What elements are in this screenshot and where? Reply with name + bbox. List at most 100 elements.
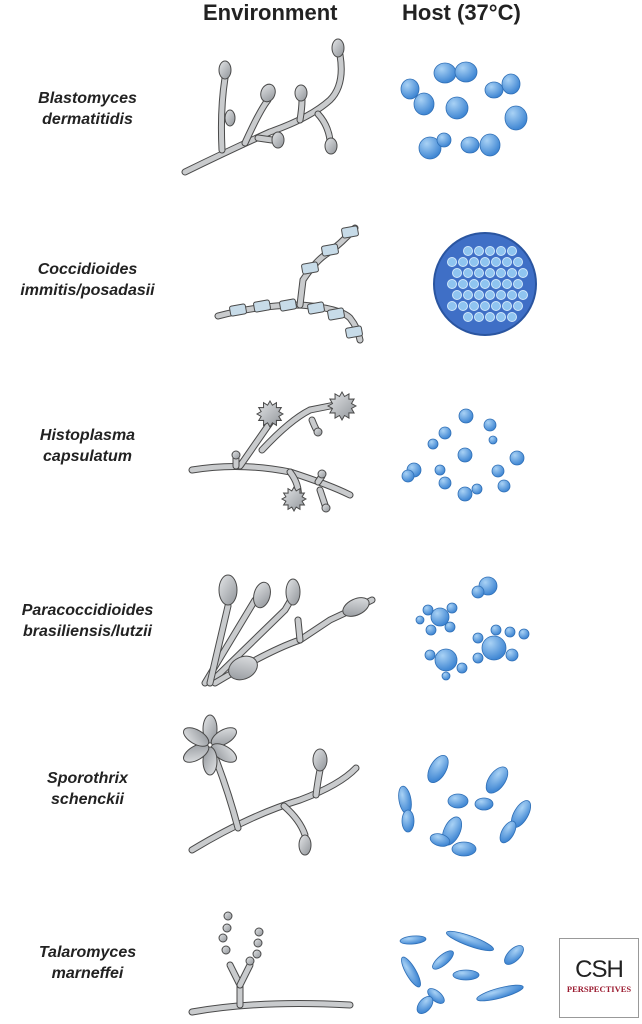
endospore (452, 268, 462, 278)
label-line: Talaromyces (38, 944, 137, 961)
endospore (447, 279, 457, 289)
endospore (502, 301, 512, 311)
hypha-fill (189, 463, 353, 498)
arthroconidium (307, 301, 325, 315)
yeast-cell (499, 820, 517, 844)
conidium (260, 83, 276, 103)
yeast-cell (441, 671, 451, 681)
endospore (474, 290, 484, 300)
yeast-cell (452, 969, 480, 981)
yeast-cell (400, 78, 420, 100)
label-line: Sporothrix (47, 770, 128, 787)
endospore (463, 290, 473, 300)
yeast-cell (458, 408, 474, 424)
yeast-cell (504, 626, 516, 638)
hypha-fill (218, 75, 228, 153)
logo-main-text: CSH (575, 956, 624, 983)
endospore (463, 246, 473, 256)
label-line: dermatitidis (42, 111, 133, 128)
yeast-cell (447, 793, 469, 809)
logo-sub-text: PERSPECTIVES (566, 984, 632, 994)
yeast-cell (504, 945, 524, 965)
yeast-cell (444, 621, 456, 633)
conidium (342, 597, 370, 617)
label-line: capsulatum (43, 448, 132, 465)
tuberculate-macroconidium (255, 399, 285, 429)
endospore (507, 312, 517, 322)
arthroconidium (279, 298, 297, 312)
conidium (222, 923, 232, 933)
endospore (469, 301, 479, 311)
conidium (223, 911, 233, 921)
yeast-cell (451, 841, 477, 857)
environment-header: Environment (203, 0, 338, 25)
endospore (507, 268, 517, 278)
yeast-cell (401, 469, 415, 483)
conidium (254, 927, 264, 937)
conidium (298, 834, 312, 856)
yeast-cell (430, 607, 450, 627)
yeast-cell (474, 797, 494, 811)
yeast-cell (427, 438, 439, 450)
endospore (518, 290, 528, 300)
conidium (183, 727, 210, 747)
tuberculate-macroconidium (326, 390, 358, 422)
hypha-fill (207, 603, 231, 686)
conidium (294, 84, 308, 102)
organism-label-sporothrix: Sporothrix schenckii (0, 768, 175, 810)
hypha-fill (237, 962, 253, 988)
endospore (496, 246, 506, 256)
yeast-cell (472, 632, 484, 644)
yeast-cell (399, 935, 427, 945)
conidium (312, 748, 328, 772)
yeast-cell (485, 766, 509, 794)
endospore (496, 312, 506, 322)
endospore (491, 257, 501, 267)
endospore (447, 301, 457, 311)
endospore (513, 301, 523, 311)
endospore (513, 279, 523, 289)
label-line: schenckii (51, 791, 124, 808)
yeast-cell (491, 464, 505, 478)
endospore (507, 246, 517, 256)
endospore (480, 301, 490, 311)
endospore (502, 279, 512, 289)
arthroconidium (327, 307, 345, 321)
hypha-fill (281, 803, 308, 838)
endospore (452, 290, 462, 300)
endospore (496, 290, 506, 300)
endospore (458, 301, 468, 311)
endospore (458, 279, 468, 289)
conidium (224, 109, 236, 127)
yeast-cell (484, 81, 504, 99)
label-line: Paracoccidioides (21, 602, 154, 619)
endospore (474, 268, 484, 278)
yeast-cell (415, 615, 425, 625)
yeast-cell (429, 833, 451, 847)
hypha-fill (313, 767, 323, 798)
endospore (485, 290, 495, 300)
conidium (321, 503, 331, 513)
label-line: Coccidioides (37, 261, 138, 278)
conidium (253, 581, 271, 609)
yeast-cell (471, 585, 485, 599)
conidium (253, 938, 263, 948)
yeast-cell (433, 62, 457, 84)
yeast-cell (504, 105, 528, 131)
yeast-cell (425, 624, 437, 636)
yeast-cell (490, 624, 502, 636)
conidium (228, 655, 258, 681)
yeast-cell (501, 73, 521, 95)
yeast-cell (505, 648, 519, 662)
hypha-fill (259, 402, 338, 453)
yeast-cell (446, 930, 494, 952)
conidium (183, 743, 210, 763)
hypha-fill (295, 617, 303, 643)
yeast-cell (454, 61, 478, 83)
arthroconidium (229, 303, 247, 317)
endospore (496, 268, 506, 278)
